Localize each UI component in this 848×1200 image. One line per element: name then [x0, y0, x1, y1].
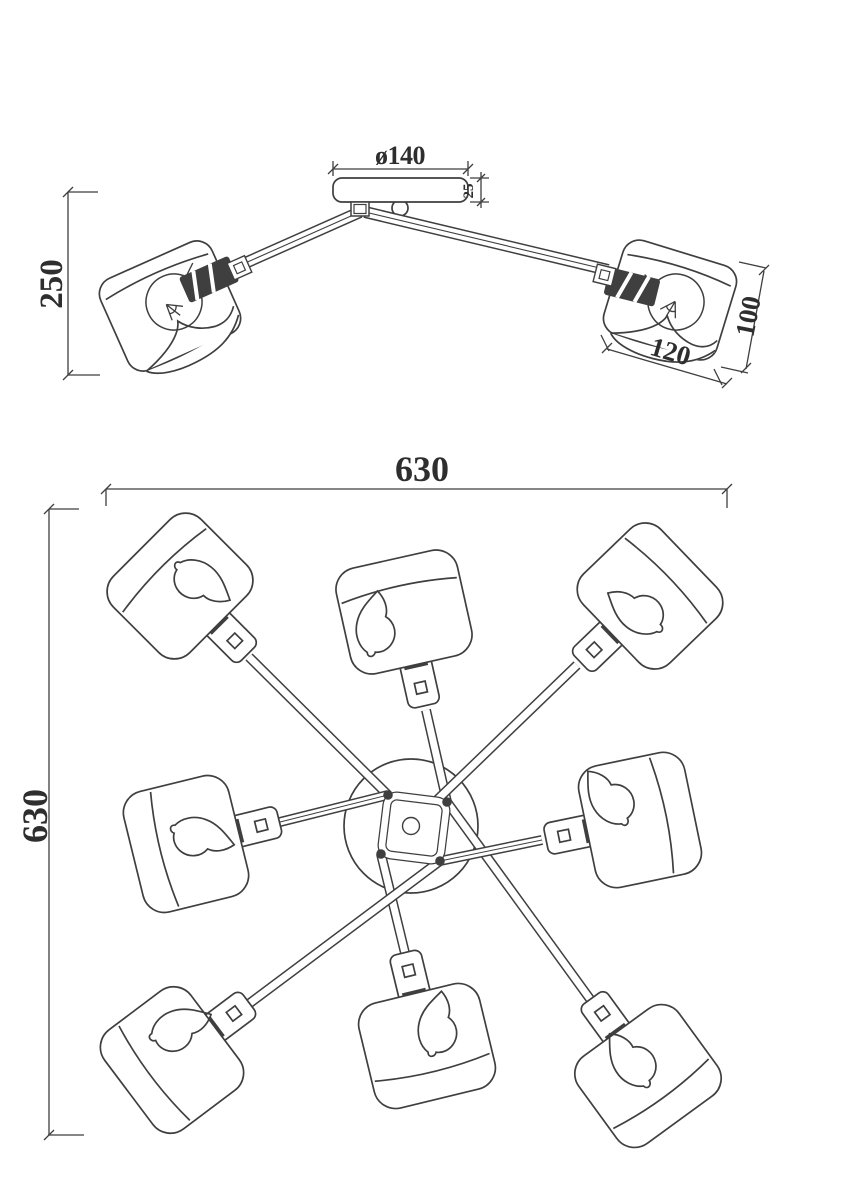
- side-shade-right: [592, 239, 738, 363]
- plan-shade-bottom-left: [90, 951, 287, 1143]
- side-arm-right: [363, 206, 610, 276]
- dim-overall-depth: 630: [15, 503, 84, 1141]
- socket-right: [604, 267, 660, 307]
- plan-shade-mid-right: [532, 747, 707, 902]
- dim-overall-width: 630: [100, 449, 733, 508]
- side-shade-left: [98, 240, 253, 375]
- overall-width-label: 630: [395, 449, 449, 489]
- plan-shade-top-center: [330, 544, 487, 721]
- plan-view: 630 630: [15, 449, 733, 1158]
- canopy-diameter-label: ø140: [375, 141, 426, 170]
- shade-height-label: 100: [730, 294, 767, 339]
- center-hole: [401, 816, 421, 836]
- canopy-height-label: 25: [461, 184, 477, 199]
- side-view: ø140 25 250 120 100: [34, 141, 770, 389]
- plan-shade-mid-left: [117, 760, 295, 918]
- dim-fixture-height: 250: [34, 186, 100, 381]
- joint-left: [226, 254, 253, 281]
- plan-shade-bottom-right: [540, 961, 731, 1158]
- dim-canopy-height: 25: [461, 172, 489, 208]
- socket-left: [179, 256, 239, 303]
- dim-shade-height: 100: [720, 261, 770, 374]
- plate-connector: [350, 201, 370, 217]
- ceiling-plate: [332, 177, 469, 203]
- plan-shade-bottom-center: [343, 937, 501, 1114]
- fixture-height-label: 250: [34, 259, 70, 309]
- shade-width-label: 120: [647, 331, 694, 371]
- joint-right: [592, 263, 617, 288]
- dim-canopy-diameter: ø140: [327, 141, 474, 176]
- side-arm-left: [240, 206, 363, 270]
- overall-depth-label: 630: [15, 789, 55, 843]
- hub-corner-joints: [376, 790, 452, 866]
